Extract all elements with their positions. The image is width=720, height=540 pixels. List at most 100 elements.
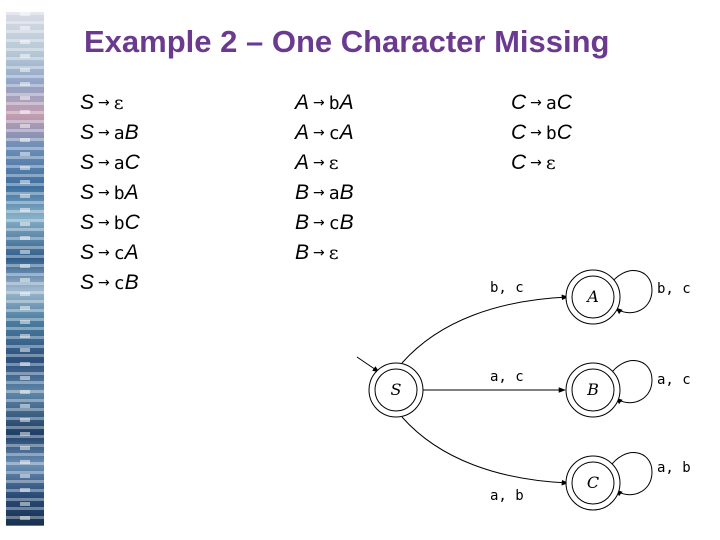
rule-lhs: S: [80, 241, 95, 264]
production-rule: C→aC: [511, 88, 572, 118]
rule-lhs: C: [511, 121, 527, 144]
state-a-label: A: [585, 287, 599, 306]
production-rule: A→ε: [295, 148, 354, 178]
rule-lhs: A: [295, 151, 310, 174]
rule-terminal: b: [328, 93, 340, 114]
edge-label-s-to-c: a, b: [490, 488, 524, 504]
rule-arrow: →: [313, 185, 325, 201]
loop-label-a: b, c: [657, 281, 691, 297]
rule-arrow: →: [313, 245, 325, 261]
rule-lhs: S: [80, 91, 95, 114]
rule-arrow: →: [98, 125, 110, 141]
production-rule: S→cB: [80, 268, 140, 298]
rule-arrow: →: [98, 155, 110, 171]
rule-nonterminal: A: [339, 91, 354, 114]
edge-label-s-to-b: a, c: [490, 369, 524, 385]
production-rule: B→ε: [295, 238, 354, 268]
rule-epsilon: ε: [113, 92, 124, 114]
rule-arrow: →: [98, 185, 110, 201]
rule-arrow: →: [98, 275, 110, 291]
production-rule: S→aB: [80, 118, 140, 148]
rule-lhs: S: [80, 181, 95, 204]
rule-arrow: →: [530, 125, 542, 141]
rule-terminal: a: [545, 93, 557, 114]
production-rule: C→ε: [511, 148, 572, 178]
rule-terminal: a: [328, 183, 340, 204]
production-rule: B→aB: [295, 178, 354, 208]
rule-terminal: b: [113, 183, 125, 204]
rule-arrow: →: [313, 95, 325, 111]
loop-label-c: a, b: [657, 460, 691, 476]
production-rule: B→cB: [295, 208, 354, 238]
loop-b: [608, 360, 653, 405]
rule-nonterminal: A: [124, 181, 139, 204]
rule-epsilon: ε: [328, 152, 339, 174]
rule-nonterminal: C: [556, 91, 572, 114]
side-strip-pattern: [20, 12, 30, 526]
rule-terminal: c: [113, 243, 125, 264]
rule-arrow: →: [98, 215, 110, 231]
state-c: C: [565, 455, 621, 511]
rule-nonterminal: B: [339, 181, 354, 204]
rule-lhs: B: [295, 241, 310, 264]
production-rule: S→cA: [80, 238, 140, 268]
state-b: B: [565, 362, 621, 418]
production-rule: A→cA: [295, 118, 354, 148]
rule-terminal: c: [113, 273, 125, 294]
rule-nonterminal: C: [124, 151, 140, 174]
production-rule: S→bA: [80, 178, 140, 208]
rule-lhs: A: [295, 121, 310, 144]
state-b-label: B: [586, 380, 599, 399]
rule-epsilon: ε: [328, 242, 339, 264]
production-rule: S→ε: [80, 88, 140, 118]
production-rule: A→bA: [295, 88, 354, 118]
rule-terminal: a: [113, 153, 125, 174]
slide-title: Example 2 – One Character Missing: [84, 24, 610, 59]
rule-arrow: →: [530, 155, 542, 171]
rule-arrow: →: [313, 215, 325, 231]
start-arrow: [356, 356, 380, 373]
rule-nonterminal: A: [124, 241, 139, 264]
production-rule: C→bC: [511, 118, 572, 148]
rule-nonterminal: A: [339, 121, 354, 144]
state-s-label: S: [391, 380, 402, 399]
state-a: A: [565, 269, 621, 325]
rule-lhs: C: [511, 91, 527, 114]
rule-nonterminal: C: [556, 121, 572, 144]
rule-nonterminal: B: [339, 211, 354, 234]
edge-label-s-to-a: b, c: [490, 280, 524, 296]
rule-arrow: →: [313, 155, 325, 171]
production-rule: S→bC: [80, 208, 140, 238]
edge-s-to-a: [401, 294, 569, 364]
rule-nonterminal: B: [124, 121, 139, 144]
rule-lhs: S: [80, 121, 95, 144]
rule-terminal: c: [328, 213, 340, 234]
rule-lhs: S: [80, 211, 95, 234]
rule-arrow: →: [313, 125, 325, 141]
state-c-label: C: [587, 473, 599, 492]
rule-lhs: B: [295, 211, 310, 234]
rule-lhs: C: [511, 151, 527, 174]
rule-lhs: S: [80, 151, 95, 174]
rule-arrow: →: [530, 95, 542, 111]
rule-terminal: b: [113, 213, 125, 234]
state-s: S: [368, 362, 424, 418]
edge-s-to-c: [401, 416, 569, 486]
rule-terminal: b: [545, 123, 557, 144]
rule-arrow: →: [98, 95, 110, 111]
rule-lhs: A: [295, 91, 310, 114]
loop-label-b: a, c: [657, 372, 691, 388]
rule-lhs: S: [80, 271, 95, 294]
decorative-side-strip: [6, 12, 44, 526]
rule-arrow: →: [98, 245, 110, 261]
rule-lhs: B: [295, 181, 310, 204]
rule-terminal: c: [328, 123, 340, 144]
loop-c: [608, 452, 653, 497]
rule-nonterminal: B: [124, 271, 139, 294]
production-rule: S→aC: [80, 148, 140, 178]
loop-a: [608, 270, 653, 315]
